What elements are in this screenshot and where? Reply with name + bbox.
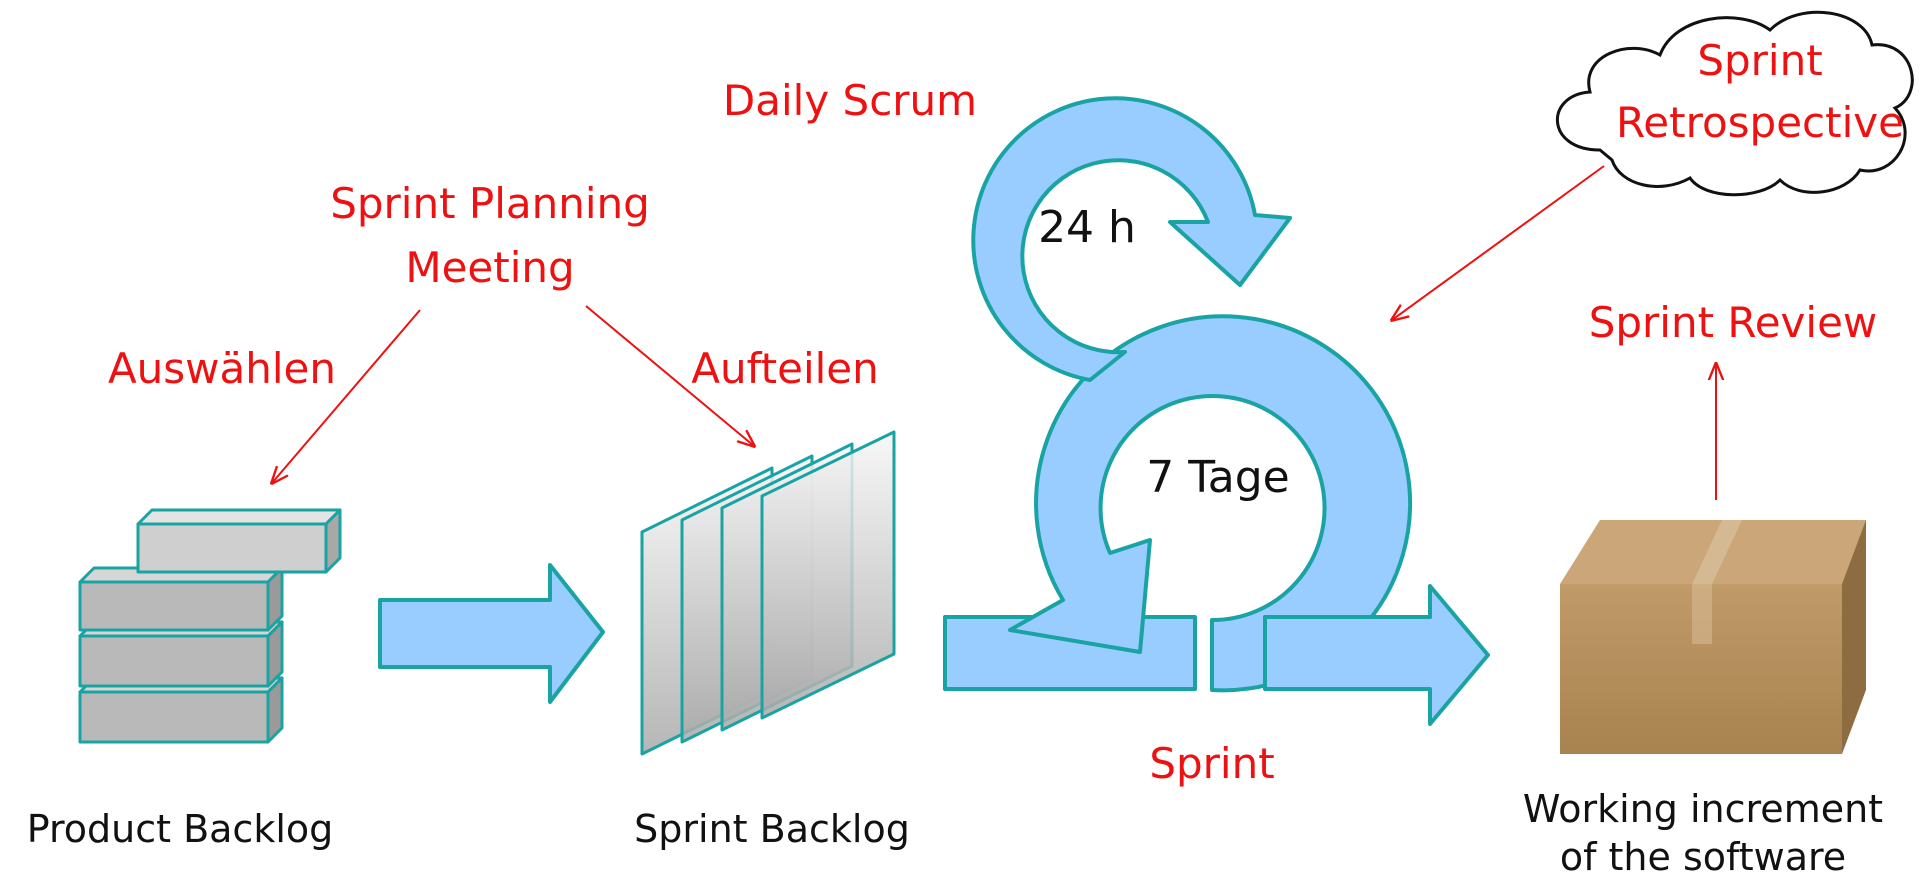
sprint-cycle-icon [943,314,1490,726]
increment-box-icon [1560,520,1866,754]
sprint-planning-label-line1: Sprint Planning [330,179,650,228]
increment-caption-line1: Working increment [1523,787,1883,831]
sprint-planning-label-line2: Meeting [405,243,574,292]
retrospective-label-line1: Sprint [1697,36,1822,85]
daily-scrum-label: Daily Scrum [723,76,977,125]
daily-cycle-icon [971,96,1292,382]
product-backlog-icon [78,508,342,744]
retrospective-label-line2: Retrospective [1616,98,1904,147]
aufteilen-label: Aufteilen [691,344,879,393]
sprint-review-label: Sprint Review [1589,298,1878,347]
increment-caption-line2: of the software [1560,835,1846,879]
retrospective-cloud-icon [1555,10,1914,197]
sprint-backlog-caption: Sprint Backlog [634,807,910,851]
daily-cycle-duration: 24 h [1038,202,1136,253]
product-backlog-caption: Product Backlog [27,807,334,851]
auswaehlen-label: Auswählen [108,344,336,393]
flow-arrow-to-sprint-backlog [378,563,605,704]
sprint-backlog-icon [640,430,896,756]
connector-arrows [272,165,1716,500]
sprint-label: Sprint [1149,739,1274,788]
sprint-cycle-duration: 7 Tage [1146,452,1290,503]
